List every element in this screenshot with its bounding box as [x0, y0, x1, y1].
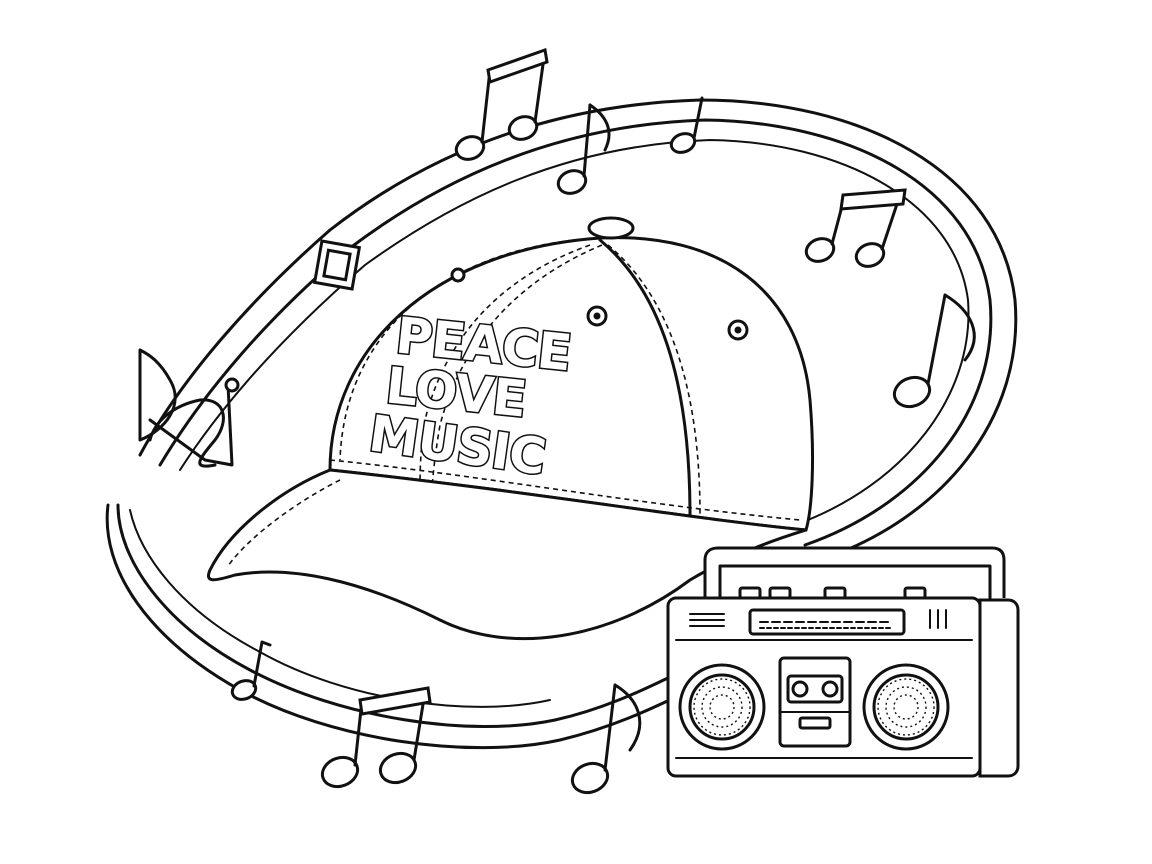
music-note-square-left: [312, 239, 362, 291]
music-note-small-lower-left: [230, 640, 272, 701]
music-note-eighth-top: [556, 103, 611, 195]
music-note-eighth-bottom: [570, 683, 642, 795]
music-note-eighth-right: [892, 293, 976, 409]
music-note-beamed-right: [804, 188, 907, 268]
boombox-icon: [666, 546, 1020, 778]
baseball-cap-icon: [207, 216, 815, 641]
music-note-small-top: [669, 96, 704, 154]
music-note-beamed-top: [454, 47, 549, 161]
music-note-beamed-bottom: [320, 686, 432, 789]
music-note-flag-left: [138, 348, 240, 467]
